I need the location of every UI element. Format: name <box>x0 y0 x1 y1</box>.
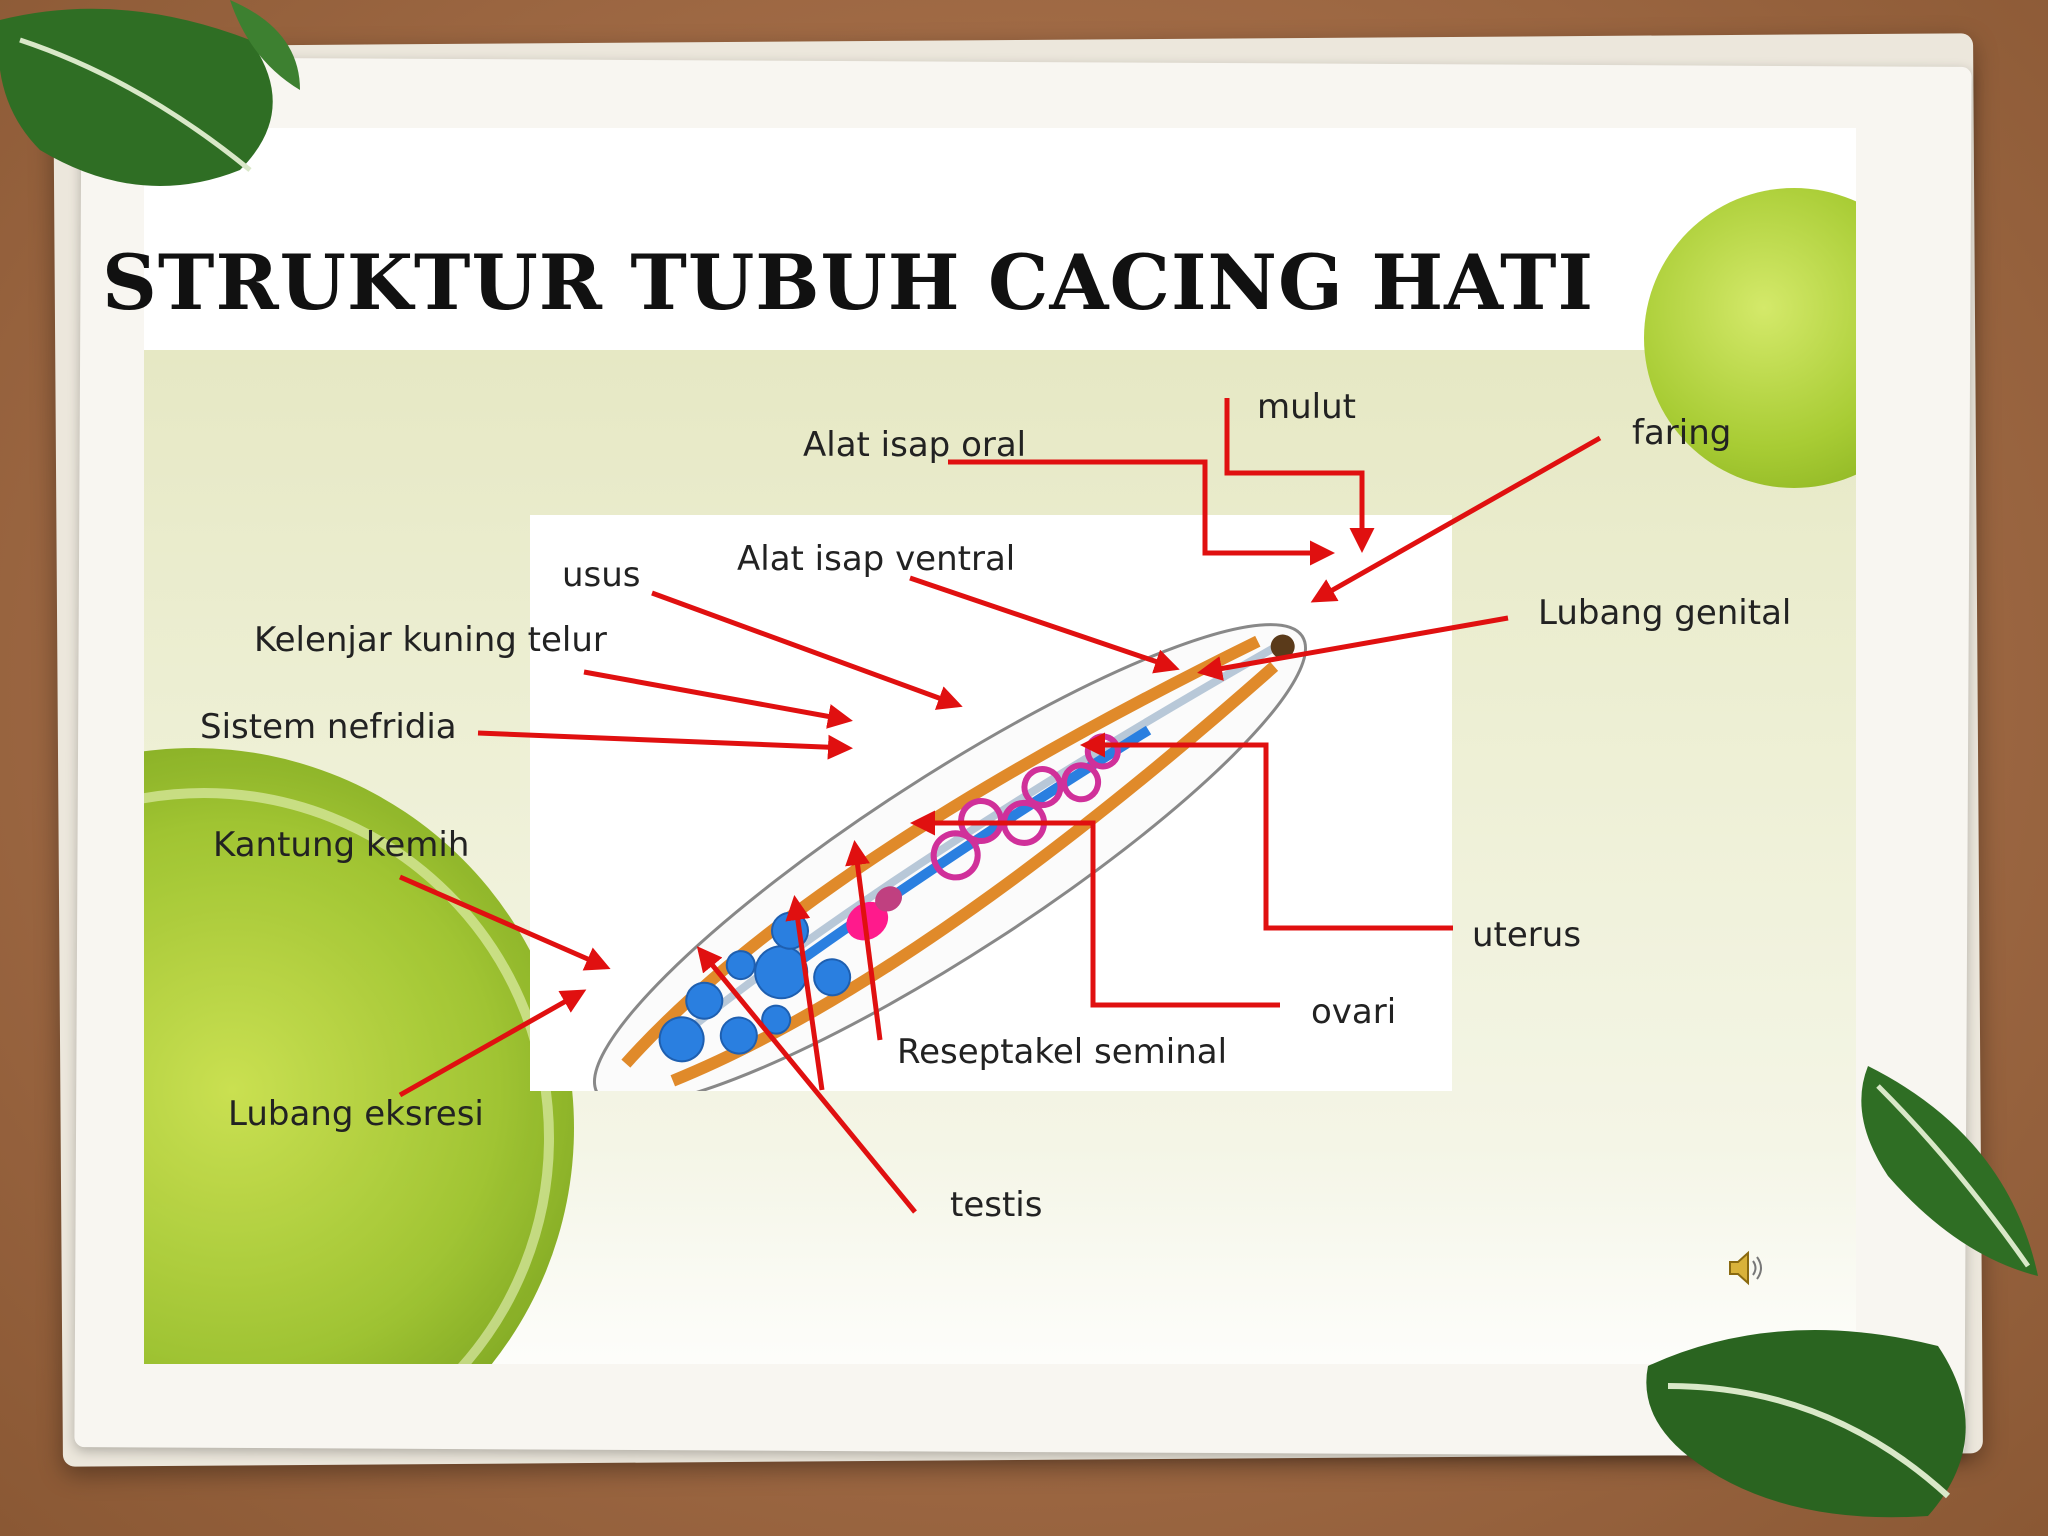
speaker-icon[interactable] <box>1724 1246 1768 1290</box>
arrow-testis-2 <box>785 895 825 1091</box>
label-faring: faring <box>1632 413 1732 453</box>
label-lubang-eksresi: Lubang eksresi <box>228 1094 484 1134</box>
leaf-bottom-right <box>1646 1066 2038 1518</box>
arrow-faring <box>1310 435 1602 603</box>
arrow-alat-isap-oral <box>948 459 1335 566</box>
arrow-kantung-kemih <box>398 874 611 971</box>
arrow-reseptakel <box>845 840 883 1041</box>
label-usus: usus <box>562 555 641 595</box>
label-kelenjar-kuning-telur: Kelenjar kuning telur <box>254 620 607 660</box>
arrow-usus <box>651 590 963 710</box>
arrow-testis-1 <box>696 946 917 1214</box>
label-uterus: uterus <box>1472 915 1582 955</box>
arrow-nefridia <box>477 730 853 760</box>
diagram-image <box>530 515 1452 1107</box>
arrow-kelenjar <box>583 669 853 729</box>
label-ovari: ovari <box>1311 992 1397 1032</box>
leaf-top-left <box>0 0 300 186</box>
label-kantung-kemih: Kantung kemih <box>213 825 470 865</box>
arrow-ovari <box>910 810 1280 1008</box>
vitelline-duct-top <box>621 635 1261 1068</box>
label-testis: testis <box>950 1185 1043 1225</box>
label-sistem-nefridia: Sistem nefridia <box>200 707 457 747</box>
slide-title: STRUKTUR TUBUH CACING HATI <box>102 238 1595 327</box>
label-alat-isap-oral: Alat isap oral <box>803 425 1027 465</box>
ovary <box>875 886 903 912</box>
label-mulut: mulut <box>1257 387 1356 427</box>
label-alat-isap-ventral: Alat isap ventral <box>737 539 1016 579</box>
arrow-alat-isap-ventral <box>909 575 1180 674</box>
label-lubang-genital: Lubang genital <box>1538 593 1792 633</box>
arrow-lubang-eksresi <box>398 989 587 1098</box>
oral-sucker <box>1270 634 1295 659</box>
label-reseptakel-seminal: Reseptakel seminal <box>897 1032 1228 1072</box>
arrow-mulut <box>1224 398 1375 553</box>
arrow-lubang-genital <box>1197 615 1509 681</box>
arrow-uterus <box>1080 732 1453 931</box>
